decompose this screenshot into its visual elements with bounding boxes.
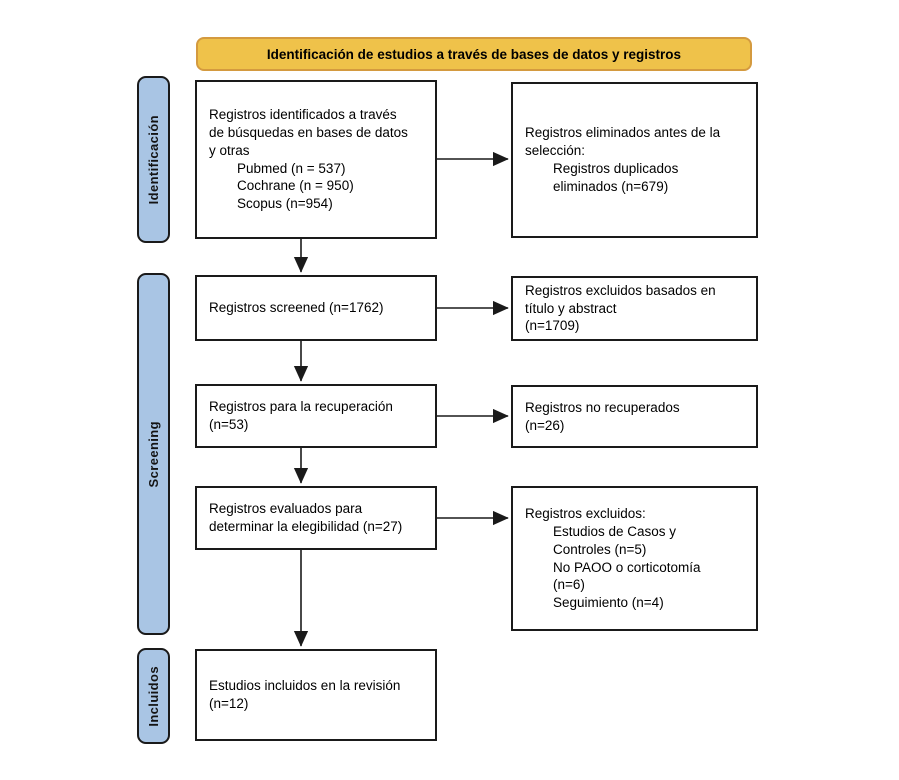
box-records-removed-before-screening: Registros eliminados antes de la selecci… — [511, 82, 758, 238]
stage-label-included: Incluidos — [137, 648, 170, 744]
box-text: Registros excluidos: — [525, 505, 646, 521]
stage-label-identification: Identificación — [137, 76, 170, 243]
box-text: Registros evaluados para determinar la e… — [209, 501, 403, 534]
stage-label-text: Incluidos — [146, 665, 161, 727]
diagram-title: Identificación de estudios a través de b… — [266, 46, 682, 62]
box-text: Registros eliminados antes de la selecci… — [525, 125, 721, 159]
box-records-not-retrieved: Registros no recuperados (n=26) — [511, 385, 758, 448]
box-text: Registros para la recuperación (n=53) — [209, 399, 393, 432]
box-text: Registros screened (n=1762) — [209, 300, 384, 316]
box-list-item: Registros duplicados eliminados (n=679) — [553, 161, 679, 194]
box-records-identified: Registros identificados a través de búsq… — [195, 80, 437, 239]
stage-label-text: Identificación — [146, 114, 161, 205]
box-text: Registros identificados a través de búsq… — [209, 106, 408, 158]
box-text: Registros excluidos basados en título y … — [525, 282, 716, 334]
box-text: Registros no recuperados (n=26) — [525, 399, 680, 433]
box-list-item: Seguimiento (n=4) — [553, 595, 664, 611]
diagram-title-banner: Identificación de estudios a través de b… — [196, 37, 752, 71]
box-studies-included: Estudios incluidos en la revisión (n=12) — [195, 649, 437, 741]
box-text: Estudios incluidos en la revisión (n=12) — [209, 678, 401, 711]
box-records-sought-for-retrieval: Registros para la recuperación (n=53) — [195, 384, 437, 448]
stage-label-screening: Screening — [137, 273, 170, 635]
box-list-item: Scopus (n=954) — [237, 196, 333, 212]
box-list-item: Estudios de Casos y Controles (n=5) — [553, 523, 677, 557]
box-records-excluded-title-abstract: Registros excluidos basados en título y … — [511, 276, 758, 341]
box-records-assessed-eligibility: Registros evaluados para determinar la e… — [195, 486, 437, 550]
box-list-item: No PAOO o corticotomía (n=6) — [553, 559, 701, 593]
stage-label-text: Screening — [146, 420, 161, 488]
box-records-excluded-reasons: Registros excluidos: Estudios de Casos y… — [511, 486, 758, 631]
box-list-item: Cochrane (n = 950) — [237, 178, 354, 194]
box-list-item: Pubmed (n = 537) — [237, 160, 346, 176]
box-records-screened: Registros screened (n=1762) — [195, 275, 437, 341]
